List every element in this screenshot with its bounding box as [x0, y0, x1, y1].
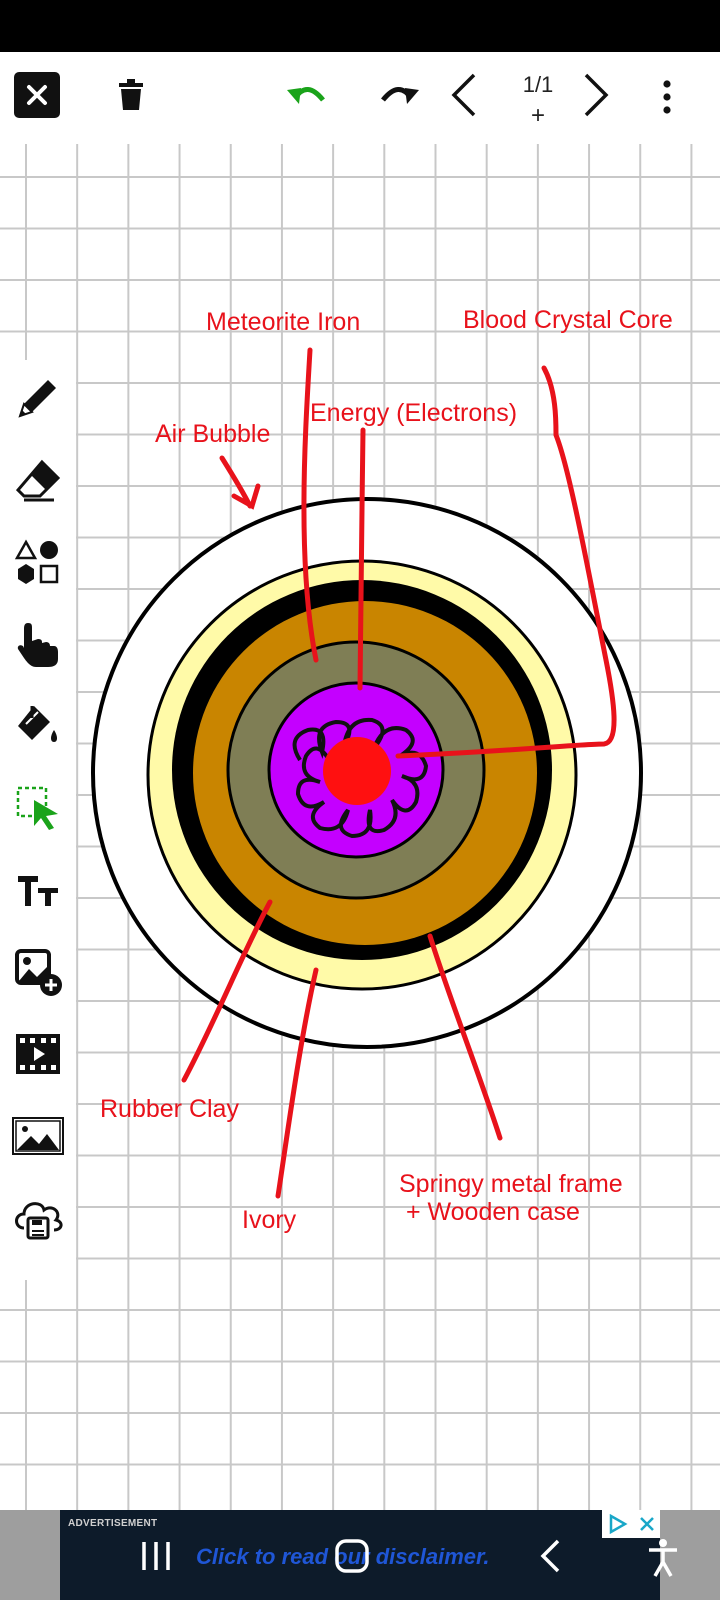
tool-palette — [0, 360, 76, 1280]
label-energy[interactable]: Energy (Electrons) — [310, 399, 518, 427]
status-bar — [0, 0, 720, 52]
rubber-clay-pointer — [181, 899, 273, 1083]
ad-tag: ADVERTISEMENT — [68, 1518, 158, 1529]
select-tool-button[interactable] — [8, 778, 68, 838]
ad-controls — [602, 1510, 660, 1538]
label-ivory[interactable]: Ivory — [242, 1206, 297, 1234]
add-page-button[interactable]: + — [530, 102, 545, 129]
close-button[interactable] — [14, 72, 60, 118]
redo-button[interactable] — [374, 72, 424, 118]
trash-icon — [119, 79, 143, 110]
ad-text[interactable]: Click to read our disclaimer. — [196, 1544, 490, 1569]
ad-banner[interactable]: ADVERTISEMENT Click to read our disclaim… — [0, 1510, 720, 1600]
pencil-icon — [18, 380, 56, 418]
shapes-tool-button[interactable] — [8, 532, 68, 592]
top-toolbar: 1/1 + — [0, 52, 720, 144]
next-page-button[interactable] — [574, 70, 618, 120]
more-options-button[interactable] — [650, 72, 684, 122]
video-tool-button[interactable] — [8, 1024, 68, 1084]
shapes-icon — [14, 539, 59, 584]
previous-page-button[interactable] — [442, 70, 486, 120]
recent-apps-icon[interactable] — [140, 1540, 172, 1572]
ad-close-icon[interactable] — [638, 1515, 656, 1533]
springy-frame-pointer — [427, 933, 503, 1141]
air-bubble-arrowhead — [231, 483, 261, 510]
blood-crystal-core — [323, 737, 391, 805]
text-tool-button[interactable] — [8, 860, 68, 920]
add-image-tool-button[interactable] — [8, 942, 68, 1002]
chevron-left-icon — [451, 73, 476, 117]
label-meteorite-iron[interactable]: Meteorite Iron — [206, 308, 361, 336]
drawing-strokes — [91, 347, 643, 1199]
undo-icon — [287, 87, 325, 104]
cloud-save-tool-button[interactable] — [8, 1188, 68, 1248]
page-indicator: 1/1 — [522, 72, 554, 97]
eraser-icon — [15, 459, 61, 502]
pan-tool-button[interactable] — [8, 614, 68, 674]
energy-pointer — [357, 427, 366, 691]
accessibility-icon[interactable] — [646, 1538, 680, 1578]
redo-icon — [381, 87, 419, 104]
pencil-tool-button[interactable] — [8, 368, 68, 428]
label-air-bubble[interactable]: Air Bubble — [155, 420, 271, 448]
adchoices-icon[interactable] — [607, 1514, 629, 1534]
paint-bucket-icon — [18, 706, 57, 742]
blood-crystal-pointer — [395, 365, 617, 759]
background-tool-button[interactable] — [8, 1106, 68, 1166]
fill-tool-button[interactable] — [8, 696, 68, 756]
landscape-icon — [12, 1117, 64, 1155]
hand-pointer-icon — [17, 623, 58, 667]
home-icon[interactable] — [334, 1538, 370, 1574]
delete-button[interactable] — [108, 72, 154, 118]
undo-button[interactable] — [282, 72, 332, 118]
back-icon[interactable] — [538, 1538, 562, 1574]
close-icon — [27, 85, 47, 105]
label-blood-crystal-core[interactable]: Blood Crystal Core — [463, 306, 673, 334]
eraser-tool-button[interactable] — [8, 450, 68, 510]
electron-coil — [292, 717, 429, 839]
selection-icon — [16, 786, 58, 830]
chevron-right-icon — [584, 73, 609, 117]
ad-content[interactable]: ADVERTISEMENT Click to read our disclaim… — [60, 1510, 660, 1600]
label-springy-frame[interactable]: Springy metal frame + Wooden case — [399, 1170, 623, 1226]
film-icon — [16, 1034, 60, 1074]
more-vertical-icon — [663, 80, 671, 114]
meteorite-iron-pointer — [301, 347, 319, 663]
drawing-canvas[interactable]: Meteorite Iron Blood Crystal Core Energy… — [0, 144, 720, 1510]
cloud-save-icon — [15, 1202, 63, 1240]
text-size-icon — [18, 876, 58, 906]
add-image-icon — [15, 949, 62, 996]
page-counter[interactable]: 1/1 + — [505, 60, 571, 138]
ivory-pointer — [275, 967, 319, 1199]
label-rubber-clay[interactable]: Rubber Clay — [100, 1095, 239, 1123]
